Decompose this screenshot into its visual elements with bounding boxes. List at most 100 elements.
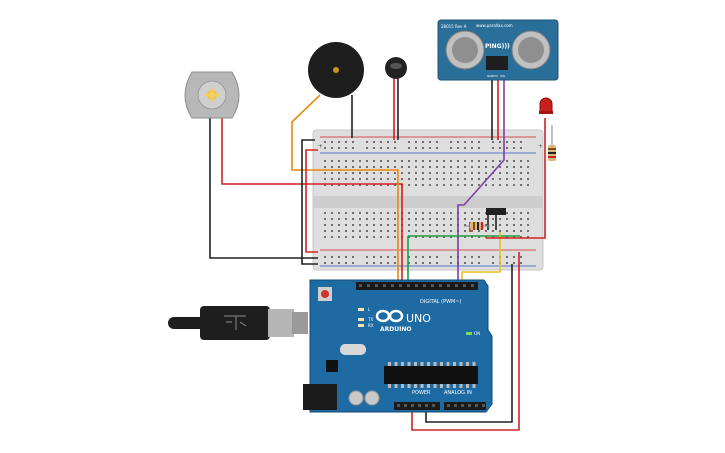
breadboard-hole <box>324 141 326 143</box>
breadboard-hole <box>506 172 508 174</box>
breadboard-hole <box>485 218 487 220</box>
breadboard-hole <box>394 230 396 232</box>
wire-buzzer-signal <box>291 94 399 283</box>
breadboard-hole <box>324 212 326 214</box>
breadboard-hole <box>513 172 515 174</box>
breadboard-hole <box>345 256 347 258</box>
arduino-uno: DIGITAL (PWM~) ARDUINO UNO L TX RX ON <box>303 279 493 413</box>
breadboard-hole <box>352 147 354 149</box>
breadboard-hole <box>394 166 396 168</box>
breadboard-hole <box>380 172 382 174</box>
breadboard-hole <box>450 178 452 180</box>
breadboard-hole <box>408 141 410 143</box>
breadboard-hole <box>471 166 473 168</box>
reset-button[interactable] <box>321 290 329 298</box>
breadboard-hole <box>443 172 445 174</box>
wire-led-anode <box>486 118 546 239</box>
breadboard-hole <box>485 184 487 186</box>
breadboard-hole <box>338 166 340 168</box>
breadboard-hole <box>436 262 438 264</box>
breadboard-hole <box>527 212 529 214</box>
breadboard-hole <box>408 147 410 149</box>
breadboard-hole <box>415 172 417 174</box>
chip-pin <box>446 362 450 366</box>
breadboard-hole <box>415 166 417 168</box>
breadboard-hole <box>471 184 473 186</box>
digital-pin-hole <box>471 284 474 287</box>
breadboard-hole <box>436 256 438 258</box>
chip-pin <box>459 362 463 366</box>
breadboard-hole <box>324 224 326 226</box>
breadboard-hole <box>436 166 438 168</box>
breadboard-hole <box>485 172 487 174</box>
digital-pin-hole <box>359 284 362 287</box>
breadboard-hole <box>366 147 368 149</box>
breadboard-hole <box>513 224 515 226</box>
breadboard-hole <box>394 147 396 149</box>
breadboard-hole <box>471 218 473 220</box>
breadboard-hole <box>366 212 368 214</box>
breadboard-hole <box>520 224 522 226</box>
model-name: UNO <box>406 312 431 325</box>
breadboard-hole <box>527 166 529 168</box>
chip-pin <box>420 362 424 366</box>
breadboard-hole <box>359 212 361 214</box>
chip-pins <box>388 362 476 388</box>
breadboard-hole <box>387 166 389 168</box>
breadboard-hole <box>436 236 438 238</box>
breadboard-hole <box>408 218 410 220</box>
breadboard-hole <box>443 224 445 226</box>
board-resistor-band-3 <box>481 222 483 230</box>
breadboard-hole <box>499 218 501 220</box>
breadboard-hole <box>366 172 368 174</box>
breadboard-hole <box>352 184 354 186</box>
breadboard-hole <box>478 262 480 264</box>
breadboard-hole <box>380 147 382 149</box>
breadboard-hole <box>464 256 466 258</box>
power-pin-hole <box>418 404 421 407</box>
rail-symbol-left: + <box>318 143 323 150</box>
breadboard-hole <box>345 184 347 186</box>
breadboard-hole <box>485 236 487 238</box>
breadboard-hole <box>527 230 529 232</box>
breadboard-hole <box>380 141 382 143</box>
breadboard-hole <box>443 236 445 238</box>
analog-pin-hole <box>482 404 485 407</box>
breadboard-hole <box>520 141 522 143</box>
breadboard-hole <box>387 172 389 174</box>
breadboard-hole <box>380 256 382 258</box>
vibe-shine <box>390 63 402 69</box>
led-on-label: ON <box>474 331 480 336</box>
led-l-label: L <box>368 307 371 312</box>
led-dome <box>539 97 553 113</box>
breadboard-hole <box>478 218 480 220</box>
breadboard-hole <box>464 184 466 186</box>
breadboard-hole <box>499 147 501 149</box>
chip-pin <box>472 362 476 366</box>
breadboard-hole <box>506 184 508 186</box>
chip-pin <box>433 384 437 388</box>
breadboard-hole <box>506 236 508 238</box>
breadboard-hole <box>429 141 431 143</box>
breadboard-hole <box>485 166 487 168</box>
breadboard-hole <box>373 141 375 143</box>
breadboard-hole <box>380 160 382 162</box>
breadboard-hole <box>527 184 529 186</box>
breadboard-hole <box>352 256 354 258</box>
breadboard-hole <box>331 178 333 180</box>
breadboard-hole <box>436 160 438 162</box>
voltage-regulator <box>326 360 338 372</box>
breadboard-hole <box>345 160 347 162</box>
digital-pin-hole <box>423 284 426 287</box>
breadboard-hole <box>408 178 410 180</box>
breadboard-hole <box>408 160 410 162</box>
breadboard-hole <box>324 218 326 220</box>
breadboard-hole <box>331 172 333 174</box>
analog-pin-hole <box>461 404 464 407</box>
sensor-pin-sig: SIG <box>500 74 506 78</box>
breadboard-hole <box>436 212 438 214</box>
breadboard-hole <box>331 141 333 143</box>
breadboard-hole <box>366 166 368 168</box>
breadboard-hole <box>478 256 480 258</box>
